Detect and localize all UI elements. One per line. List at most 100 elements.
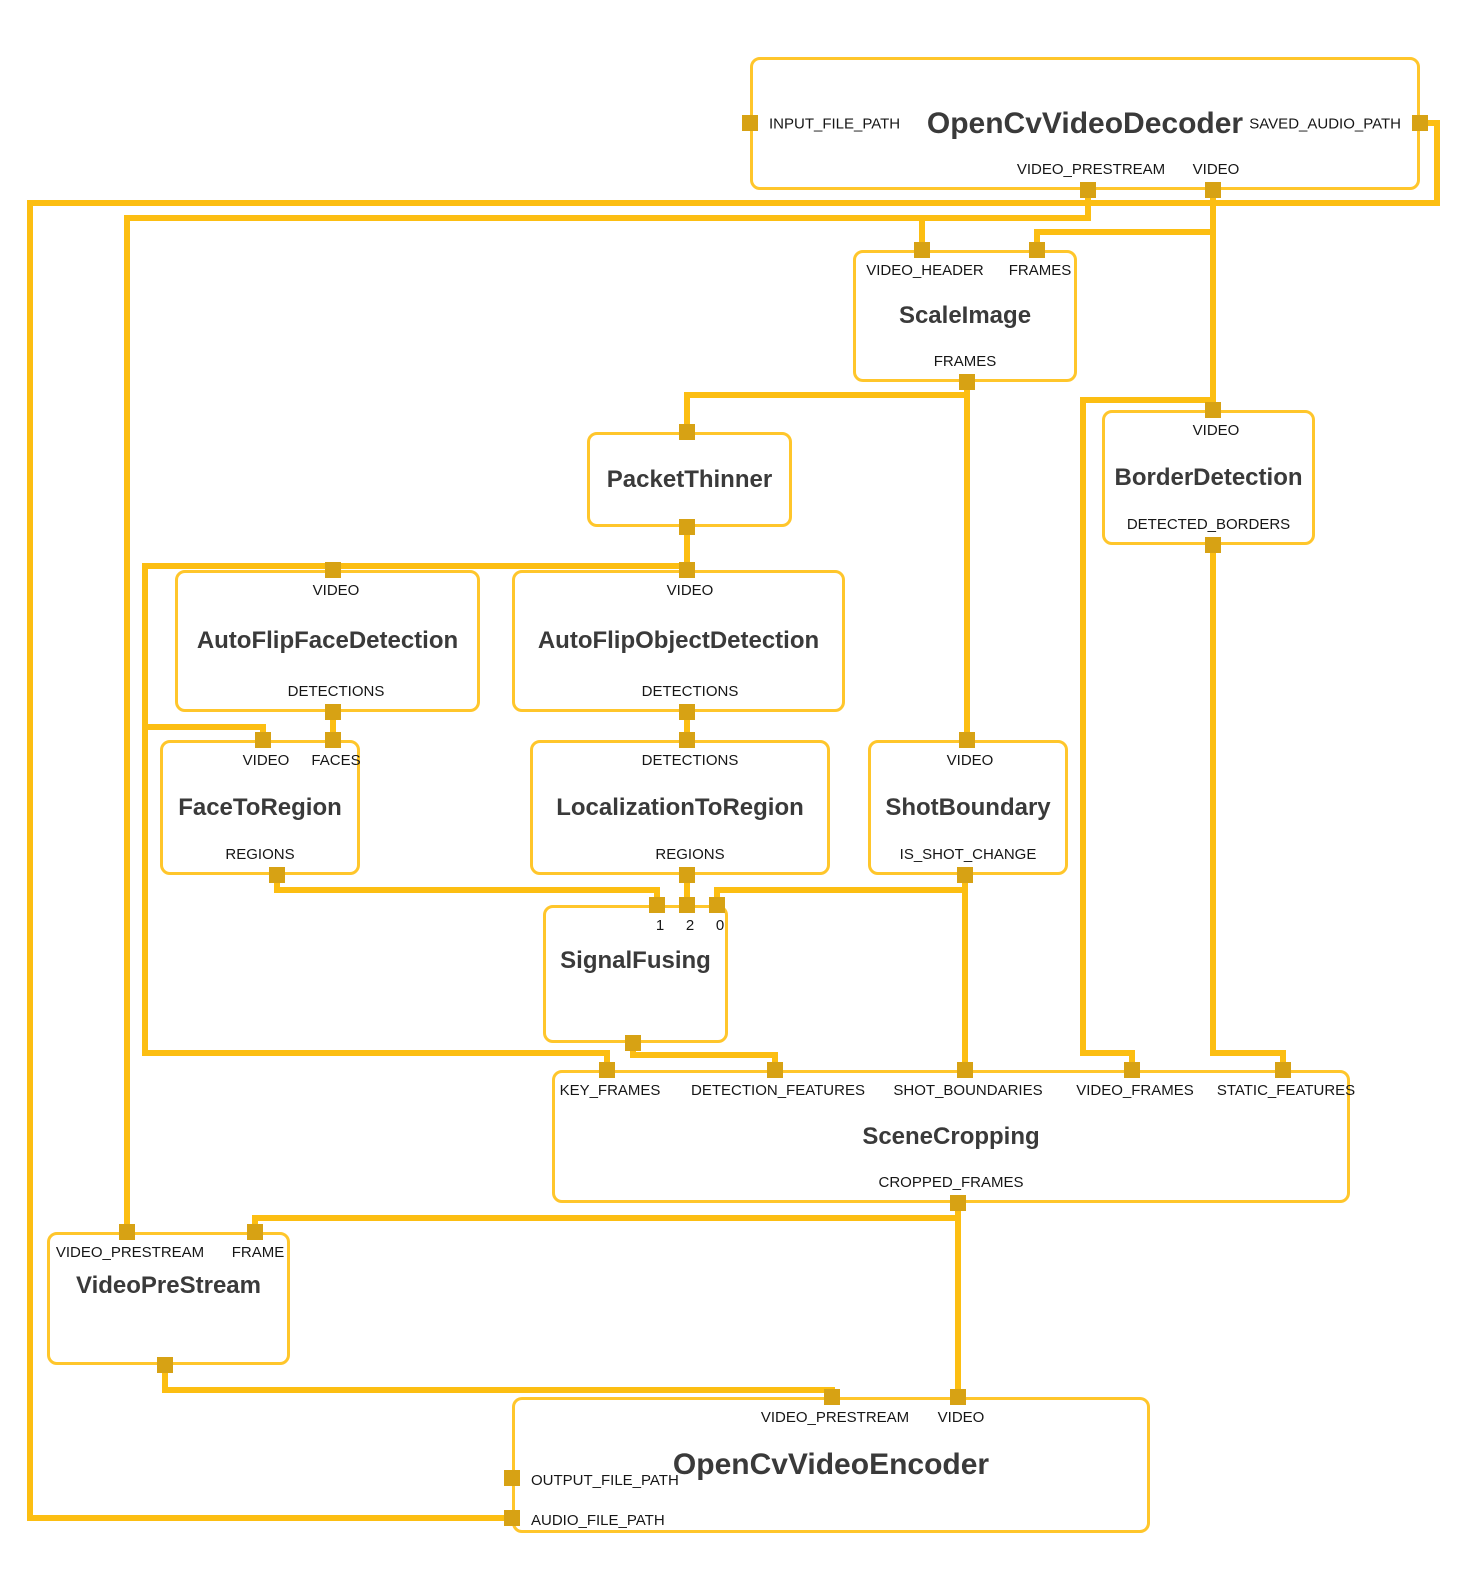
node-title: AutoFlipObjectDetection — [537, 627, 820, 654]
node-title: ScaleImage — [898, 302, 1032, 329]
port-borderdetection-video[interactable] — [1205, 402, 1221, 418]
edge-signal-fusing-out — [630, 1043, 778, 1070]
port-signalfusing-out[interactable] — [625, 1035, 641, 1051]
port-label-faces: FACES — [311, 752, 361, 769]
port-signalfusing-0[interactable] — [709, 897, 725, 913]
port-signalfusing-2[interactable] — [679, 897, 695, 913]
port-label-video: VIDEO — [1192, 422, 1240, 439]
port-encoder-video-prestream[interactable] — [824, 1389, 840, 1405]
node-localization-to-region[interactable]: DETECTIONS LocalizationToRegion REGIONS — [530, 740, 830, 875]
port-scaleimage-video-header[interactable] — [914, 242, 930, 258]
port-label-detections: DETECTIONS — [287, 683, 385, 700]
port-signalfusing-1[interactable] — [649, 897, 665, 913]
port-localizationtoregion-regions[interactable] — [679, 867, 695, 883]
port-label-static-features: STATIC_FEATURES — [1216, 1082, 1356, 1099]
node-title: OpenCvVideoEncoder — [672, 1448, 990, 1481]
port-decoder-input-file-path[interactable] — [742, 115, 758, 131]
port-localizationtoregion-detections[interactable] — [679, 732, 695, 748]
node-face-to-region[interactable]: VIDEO FACES FaceToRegion REGIONS — [160, 740, 361, 875]
node-title: LocalizationToRegion — [556, 793, 804, 821]
edge-packetthinner-out — [142, 527, 690, 1070]
port-label-regions: REGIONS — [655, 846, 725, 863]
port-videoprestream-out[interactable] — [157, 1357, 173, 1373]
port-label-video: VIDEO — [946, 752, 994, 769]
port-facetoregion-video[interactable] — [255, 732, 271, 748]
node-video-pre-stream[interactable]: VIDEO_PRESTREAM FRAME VideoPreStream — [47, 1232, 290, 1365]
port-label-shot-boundaries: SHOT_BOUNDARIES — [893, 1082, 1043, 1099]
node-packet-thinner[interactable]: PacketThinner — [587, 432, 792, 527]
port-encoder-video[interactable] — [950, 1389, 966, 1405]
port-borderdetection-detected-borders[interactable] — [1205, 537, 1221, 553]
port-label-regions: REGIONS — [225, 846, 295, 863]
port-videoprestream-video-prestream[interactable] — [119, 1224, 135, 1240]
port-scenecropping-static-features[interactable] — [1275, 1062, 1291, 1078]
port-scenecropping-key-frames[interactable] — [599, 1062, 615, 1078]
node-opencv-video-decoder[interactable]: INPUT_FILE_PATH SAVED_AUDIO_PATH OpenCvV… — [750, 57, 1420, 190]
port-label-is-shot-change: IS_SHOT_CHANGE — [899, 846, 1037, 863]
port-label-audio-file-path: AUDIO_FILE_PATH — [531, 1512, 665, 1529]
port-label-2: 2 — [685, 917, 695, 934]
port-label-video: VIDEO — [937, 1409, 985, 1426]
port-label-video: VIDEO — [242, 752, 290, 769]
port-packetthinner-out[interactable] — [679, 519, 695, 535]
port-label-0: 0 — [715, 917, 725, 934]
node-autoflip-face-detection[interactable]: VIDEO AutoFlipFaceDetection DETECTIONS — [175, 570, 480, 712]
edge-face-regions — [274, 875, 660, 905]
node-title: BorderDetection — [1114, 463, 1303, 491]
edge-cropped-frames — [252, 1203, 961, 1397]
edge-detected-borders — [1210, 545, 1286, 1070]
port-packetthinner-in[interactable] — [679, 424, 695, 440]
edge-videoprestream-out — [162, 1365, 835, 1397]
port-shotboundary-video[interactable] — [959, 732, 975, 748]
port-label-video-frames: VIDEO_FRAMES — [1076, 1082, 1194, 1099]
node-title: FaceToRegion — [178, 793, 342, 821]
port-label-detected-borders: DETECTED_BORDERS — [1126, 516, 1291, 533]
port-facetoregion-faces[interactable] — [325, 732, 341, 748]
port-label-video-prestream: VIDEO_PRESTREAM — [55, 1244, 205, 1261]
node-signal-fusing[interactable]: 1 2 0 SignalFusing — [543, 905, 728, 1043]
port-facedetection-video[interactable] — [325, 562, 341, 578]
node-title: SceneCropping — [862, 1122, 1040, 1150]
port-facetoregion-regions[interactable] — [269, 867, 285, 883]
node-shot-boundary[interactable]: VIDEO ShotBoundary IS_SHOT_CHANGE — [868, 740, 1068, 875]
port-videoprestream-frame[interactable] — [247, 1224, 263, 1240]
node-title: ShotBoundary — [885, 793, 1051, 821]
port-label-detections: DETECTIONS — [641, 752, 739, 769]
port-decoder-saved-audio-path[interactable] — [1412, 115, 1428, 131]
port-label-video: VIDEO — [1192, 161, 1240, 178]
port-scenecropping-detection-features[interactable] — [767, 1062, 783, 1078]
port-decoder-video[interactable] — [1205, 182, 1221, 198]
port-shotboundary-is-shot-change[interactable] — [957, 867, 973, 883]
node-title: PacketThinner — [606, 465, 773, 493]
port-label-video-prestream: VIDEO_PRESTREAM — [760, 1409, 910, 1426]
port-facedetection-detections[interactable] — [325, 704, 341, 720]
node-opencv-video-encoder[interactable]: VIDEO_PRESTREAM VIDEO OpenCvVideoEncoder… — [512, 1397, 1150, 1533]
port-label-1: 1 — [655, 917, 665, 934]
node-scale-image[interactable]: VIDEO_HEADER FRAMES ScaleImage FRAMES — [853, 250, 1077, 382]
port-label-output-file-path: OUTPUT_FILE_PATH — [531, 1472, 679, 1489]
port-decoder-video-prestream[interactable] — [1080, 182, 1096, 198]
port-objectdetection-video[interactable] — [679, 562, 695, 578]
edge-saved-audio-path-to-audio-file-path — [27, 120, 1440, 1521]
edge-is-shot-change — [714, 875, 968, 1070]
port-label-input-file-path: INPUT_FILE_PATH — [769, 115, 901, 132]
port-label-detection-features: DETECTION_FEATURES — [691, 1082, 865, 1099]
port-scenecropping-shot-boundaries[interactable] — [957, 1062, 973, 1078]
port-label-frames-out: FRAMES — [933, 353, 997, 370]
node-autoflip-object-detection[interactable]: VIDEO AutoFlipObjectDetection DETECTIONS — [512, 570, 845, 712]
port-encoder-output-file-path[interactable] — [504, 1470, 520, 1486]
node-title: OpenCvVideoDecoder — [926, 106, 1244, 140]
node-title: AutoFlipFaceDetection — [196, 627, 459, 654]
port-scenecropping-cropped-frames[interactable] — [950, 1195, 966, 1211]
port-scenecropping-video-frames[interactable] — [1124, 1062, 1140, 1078]
port-label-video: VIDEO — [312, 582, 360, 599]
port-objectdetection-detections[interactable] — [679, 704, 695, 720]
port-scaleimage-frames-out[interactable] — [959, 374, 975, 390]
edge-scaleimage-frames — [684, 382, 970, 740]
port-label-detections: DETECTIONS — [641, 683, 739, 700]
port-scaleimage-frames-in[interactable] — [1029, 242, 1045, 258]
port-label-frame: FRAME — [231, 1244, 285, 1261]
port-encoder-audio-file-path[interactable] — [504, 1510, 520, 1526]
node-border-detection[interactable]: VIDEO BorderDetection DETECTED_BORDERS — [1102, 410, 1315, 545]
node-scene-cropping[interactable]: KEY_FRAMES DETECTION_FEATURES SHOT_BOUND… — [552, 1070, 1355, 1203]
